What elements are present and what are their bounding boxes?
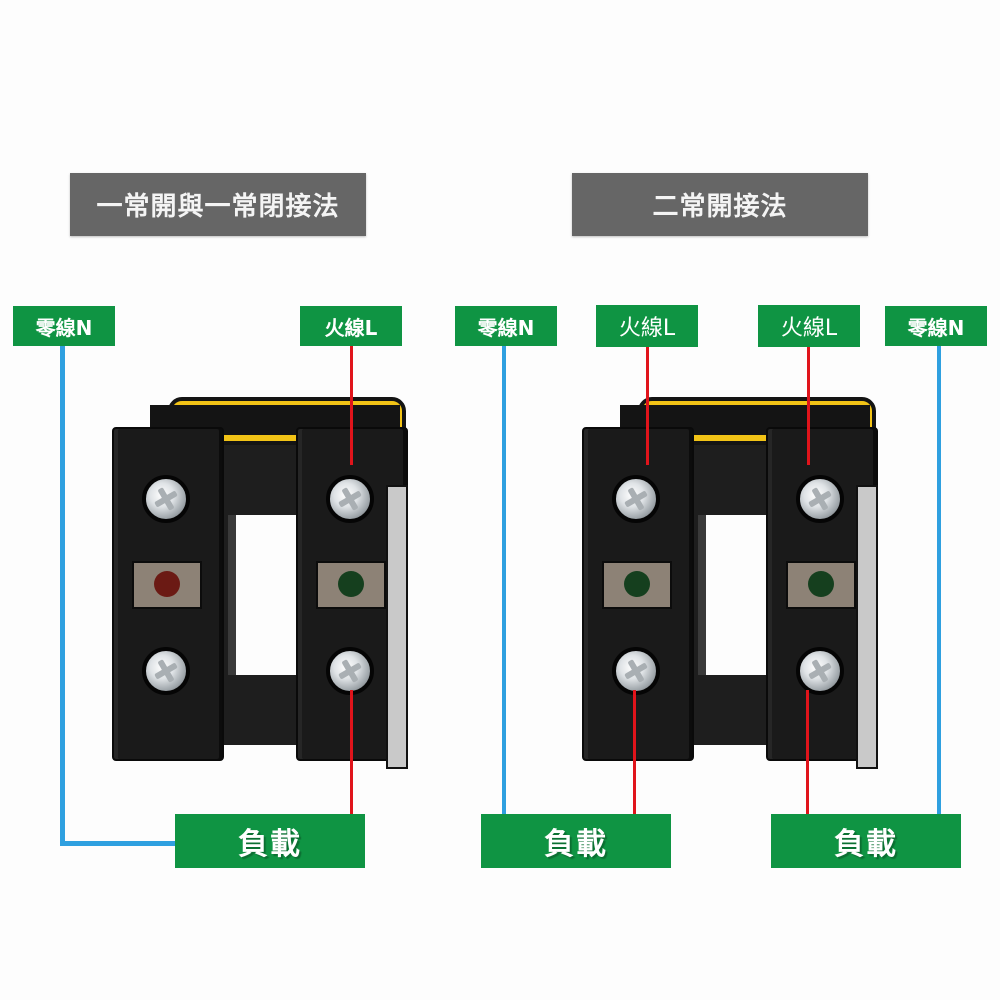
screw-terminal-bottom [612, 647, 660, 695]
screw-terminal-bottom [326, 647, 374, 695]
screw-terminal-top [796, 475, 844, 523]
live-wire-1-overlay [350, 385, 353, 465]
contact-block-right [296, 427, 408, 769]
load-box-1: 負載 [175, 814, 365, 868]
live-wire-2-left-overlay-bottom [633, 690, 636, 770]
screw-terminal-bottom [796, 647, 844, 695]
load-box-2-right: 負載 [771, 814, 961, 868]
screw-terminal-top [612, 475, 660, 523]
load-box-2-left: 負載 [481, 814, 671, 868]
live-wire-2-left-overlay [646, 385, 649, 465]
green-indicator-dot [624, 571, 650, 597]
screw-terminal-bottom [142, 647, 190, 695]
switch-module-1 [110, 385, 420, 769]
live-wire-2-right-overlay-bottom [806, 690, 809, 770]
live-tag-2-right: 火線L [758, 305, 860, 347]
neutral-tag-2-left: 零線N [455, 306, 557, 346]
live-wire-2-right-overlay [807, 385, 810, 465]
neutral-wire-1-horizontal [60, 841, 178, 846]
contact-block-left [112, 427, 224, 761]
indicator-window [602, 561, 672, 609]
screw-terminal-top [326, 475, 374, 523]
neutral-wire-2-right [937, 345, 941, 815]
neutral-tag-2-right: 零線N [885, 306, 987, 346]
live-wire-1-overlay-bottom [350, 690, 353, 770]
neutral-wire-1-vertical [60, 345, 65, 845]
screw-terminal-top [142, 475, 190, 523]
switch-module-2 [580, 385, 890, 769]
neutral-tag-1: 零線N [13, 306, 115, 346]
red-indicator-dot [154, 571, 180, 597]
diagram-title-nc-no: 一常開與一常閉接法 [70, 173, 366, 236]
indicator-window [786, 561, 856, 609]
indicator-window [132, 561, 202, 609]
contact-block-right [766, 427, 878, 769]
block-side-panel [386, 485, 408, 769]
live-tag-1: 火線L [300, 306, 402, 346]
block-side-panel [856, 485, 878, 769]
live-tag-2-left: 火線L [596, 305, 698, 347]
contact-block-left [582, 427, 694, 761]
diagram-title-two-no: 二常開接法 [572, 173, 868, 236]
neutral-wire-2-left [502, 345, 506, 815]
green-indicator-dot [338, 571, 364, 597]
indicator-window [316, 561, 386, 609]
green-indicator-dot [808, 571, 834, 597]
